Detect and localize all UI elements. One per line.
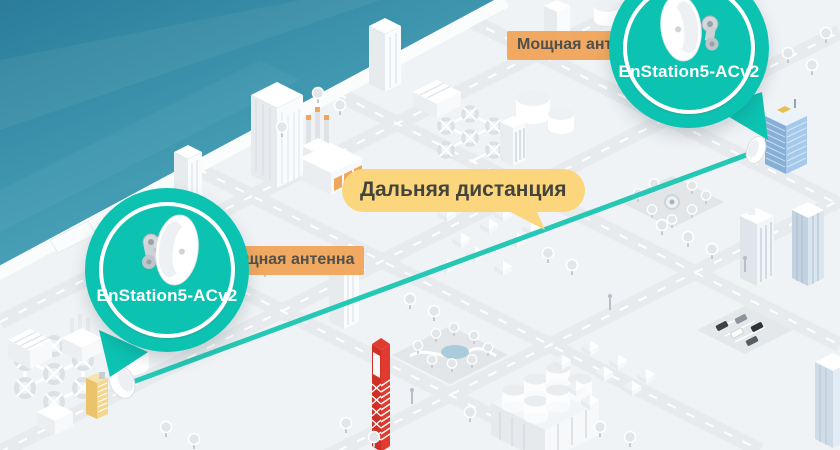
yellow-endpoint-building: [86, 372, 108, 419]
dish-antenna-icon-right-endpoint: [745, 135, 767, 165]
office-tower-mid: [500, 116, 526, 166]
white-window-tower: [740, 208, 774, 286]
parking-lot: [697, 306, 793, 354]
shore-tower: [251, 82, 303, 188]
callout-ring: [623, 0, 755, 114]
small-plant: [62, 314, 102, 362]
glass-tower: [792, 202, 824, 286]
park-fountain: [620, 176, 724, 228]
tank-farm-top: [436, 104, 504, 164]
callout-ring: [99, 202, 235, 338]
corner-tower: [815, 353, 840, 448]
blue-office-building: [765, 99, 807, 174]
wireless-link-line: [119, 148, 760, 389]
device-callout-left: EnStation5-ACv2: [85, 188, 249, 352]
tower-3: [369, 18, 401, 92]
left-bubble-tail: [99, 330, 148, 377]
warehouses: [8, 80, 461, 435]
dish-antenna-icon-left-endpoint: [108, 365, 136, 399]
device-name-label: EnStation5-ACv2: [618, 62, 760, 81]
red-lattice-tower: [371, 338, 391, 450]
device-name-label: EnStation5-ACv2: [96, 286, 238, 305]
distance-callout: Дальняя дистанция: [342, 169, 585, 212]
